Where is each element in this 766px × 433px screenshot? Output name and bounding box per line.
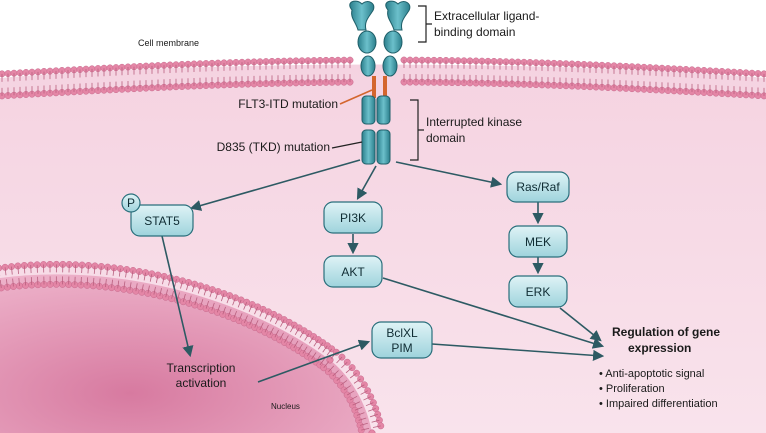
arrow-receptor-rasraf [395, 161, 503, 188]
ligand-domain-label-2: binding domain [434, 25, 515, 39]
arrow-erk-regulation [559, 307, 602, 342]
arrow-bclxl-regulation [431, 343, 605, 361]
phospho-label: P [127, 196, 135, 210]
bclxl-label: BclXL [386, 326, 418, 340]
flt3-itd-label: FLT3-ITD mutation [238, 97, 338, 111]
akt-label: AKT [341, 265, 365, 279]
cell-membrane-bilayer [0, 56, 766, 100]
node-pi3k: PI3K [323, 201, 383, 234]
node-rasraf: Ras/Raf [506, 171, 570, 203]
pim-label: PIM [391, 341, 412, 355]
rasraf-label: Ras/Raf [516, 180, 560, 194]
outcome-anti-apoptotic: • Anti-apoptotic signal [599, 368, 704, 380]
outcome-proliferation: • Proliferation [599, 383, 665, 395]
ligand-domain-label-1: Extracellular ligand- [434, 9, 539, 23]
mek-label: MEK [525, 235, 551, 249]
nuclear-membrane [0, 260, 385, 433]
outcome-impaired-differentiation: • Impaired differentiation [599, 398, 718, 410]
arrow-transcription-bclxl [257, 339, 371, 383]
regulation-label-2: expression [628, 341, 691, 355]
pi3k-label: PI3K [340, 211, 366, 225]
transcription-label-1: Transcription [167, 361, 236, 375]
arrow-akt-regulation [382, 277, 605, 349]
node-akt: AKT [323, 255, 383, 288]
regulation-label-1: Regulation of gene [612, 325, 720, 339]
arrow-stat5-transcription [161, 235, 194, 358]
kinase-domain-label-2: domain [426, 131, 465, 145]
flt3-receptor [349, 0, 411, 165]
cell-membrane-label: Cell membrane [138, 38, 199, 48]
transcription-label-2: activation [176, 376, 227, 390]
pathway-arrows [161, 159, 605, 383]
node-mek: MEK [508, 225, 568, 258]
d835-label: D835 (TKD) mutation [217, 140, 330, 154]
node-bclxl-pim: BclXL PIM [371, 321, 433, 359]
node-stat5: STAT5 [130, 204, 194, 237]
ligand-domain-bracket [418, 5, 432, 43]
nucleus-label: Nucleus [271, 402, 300, 411]
erk-label: ERK [526, 285, 551, 299]
kinase-domain-bracket [410, 99, 424, 161]
flt3-itd-pointer [339, 89, 373, 105]
node-erk: ERK [508, 275, 568, 308]
arrow-receptor-pi3k [356, 165, 377, 200]
arrow-receptor-stat5 [189, 159, 361, 211]
phospho-badge: P [121, 193, 141, 213]
stat5-label: STAT5 [144, 214, 180, 228]
kinase-domain-label-1: Interrupted kinase [426, 115, 522, 129]
d835-pointer [331, 141, 363, 149]
